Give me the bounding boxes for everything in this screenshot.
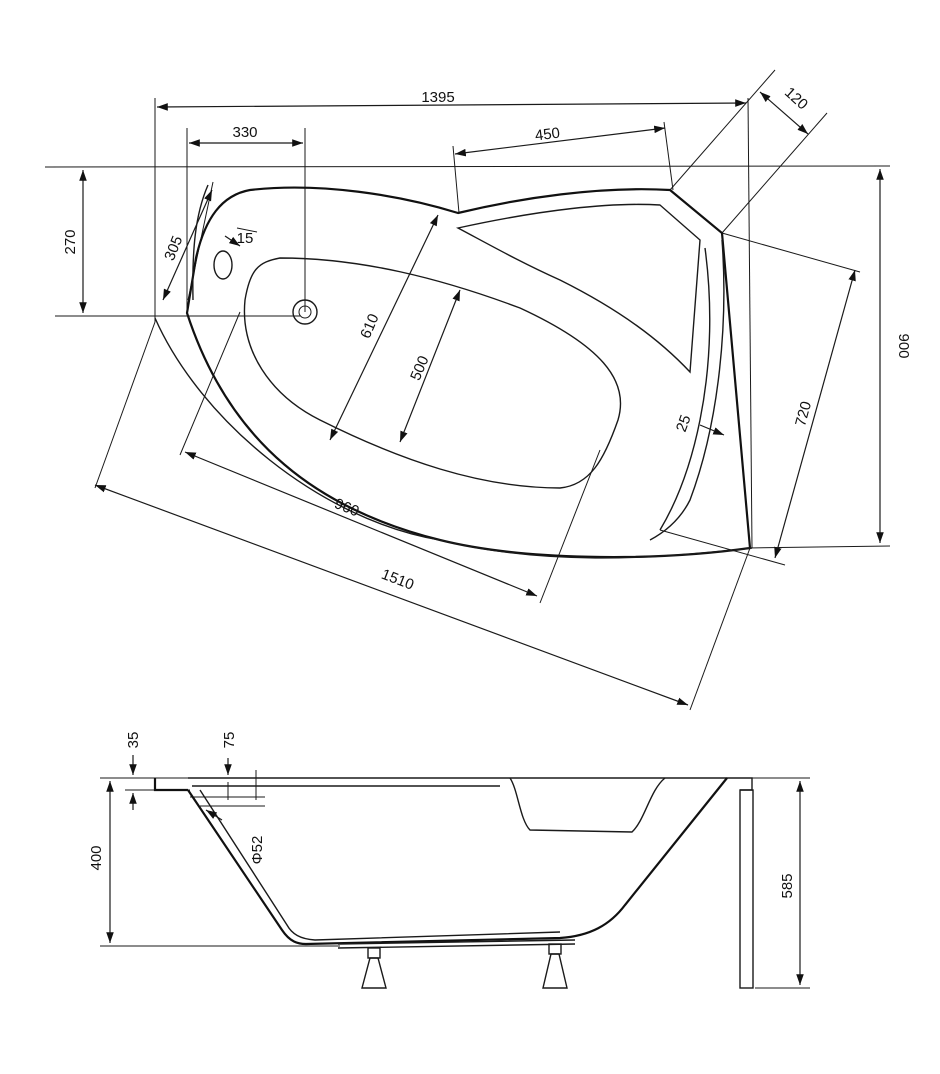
dim-label-drain-diameter: Φ52	[249, 836, 266, 865]
dim-label-305: 305	[161, 234, 186, 264]
dim-label-450: 450	[534, 125, 561, 145]
dim-label-900: 900	[895, 333, 912, 358]
dim-label-1395: 1395	[421, 89, 454, 106]
top-extension-lines	[44, 69, 891, 711]
top-view: 1395 330 450 120 270 900 305 15 610 500 …	[44, 69, 912, 711]
dim-label-585: 585	[779, 873, 796, 898]
top-dimension-lines	[79, 91, 884, 706]
dim-label-270: 270	[62, 229, 79, 254]
dim-label-610: 610	[357, 311, 382, 341]
support-leg-left	[361, 947, 387, 989]
seat-area	[455, 203, 725, 541]
dim-label-120: 120	[781, 84, 811, 113]
overflow-hole-icon	[213, 250, 233, 280]
dim-label-25: 25	[673, 413, 695, 434]
side-extension-lines	[100, 770, 810, 989]
dim-label-75: 75	[221, 732, 238, 749]
dim-label-15: 15	[237, 230, 254, 247]
dim-label-1510: 1510	[379, 566, 416, 594]
side-view: 35 75 Φ52 400 585	[88, 732, 810, 989]
dim-label-330: 330	[232, 124, 257, 141]
drain-icon	[292, 299, 318, 325]
dim-label-960: 960	[332, 495, 362, 520]
dim-label-720: 720	[792, 400, 815, 429]
tub-profile	[153, 777, 754, 989]
side-dimension-lines	[106, 755, 804, 985]
dim-label-400: 400	[88, 845, 105, 870]
dim-label-500: 500	[407, 353, 432, 383]
front-panel	[739, 789, 754, 989]
inner-basin	[243, 257, 622, 489]
support-leg-right	[542, 943, 568, 989]
dim-label-35: 35	[125, 732, 142, 749]
